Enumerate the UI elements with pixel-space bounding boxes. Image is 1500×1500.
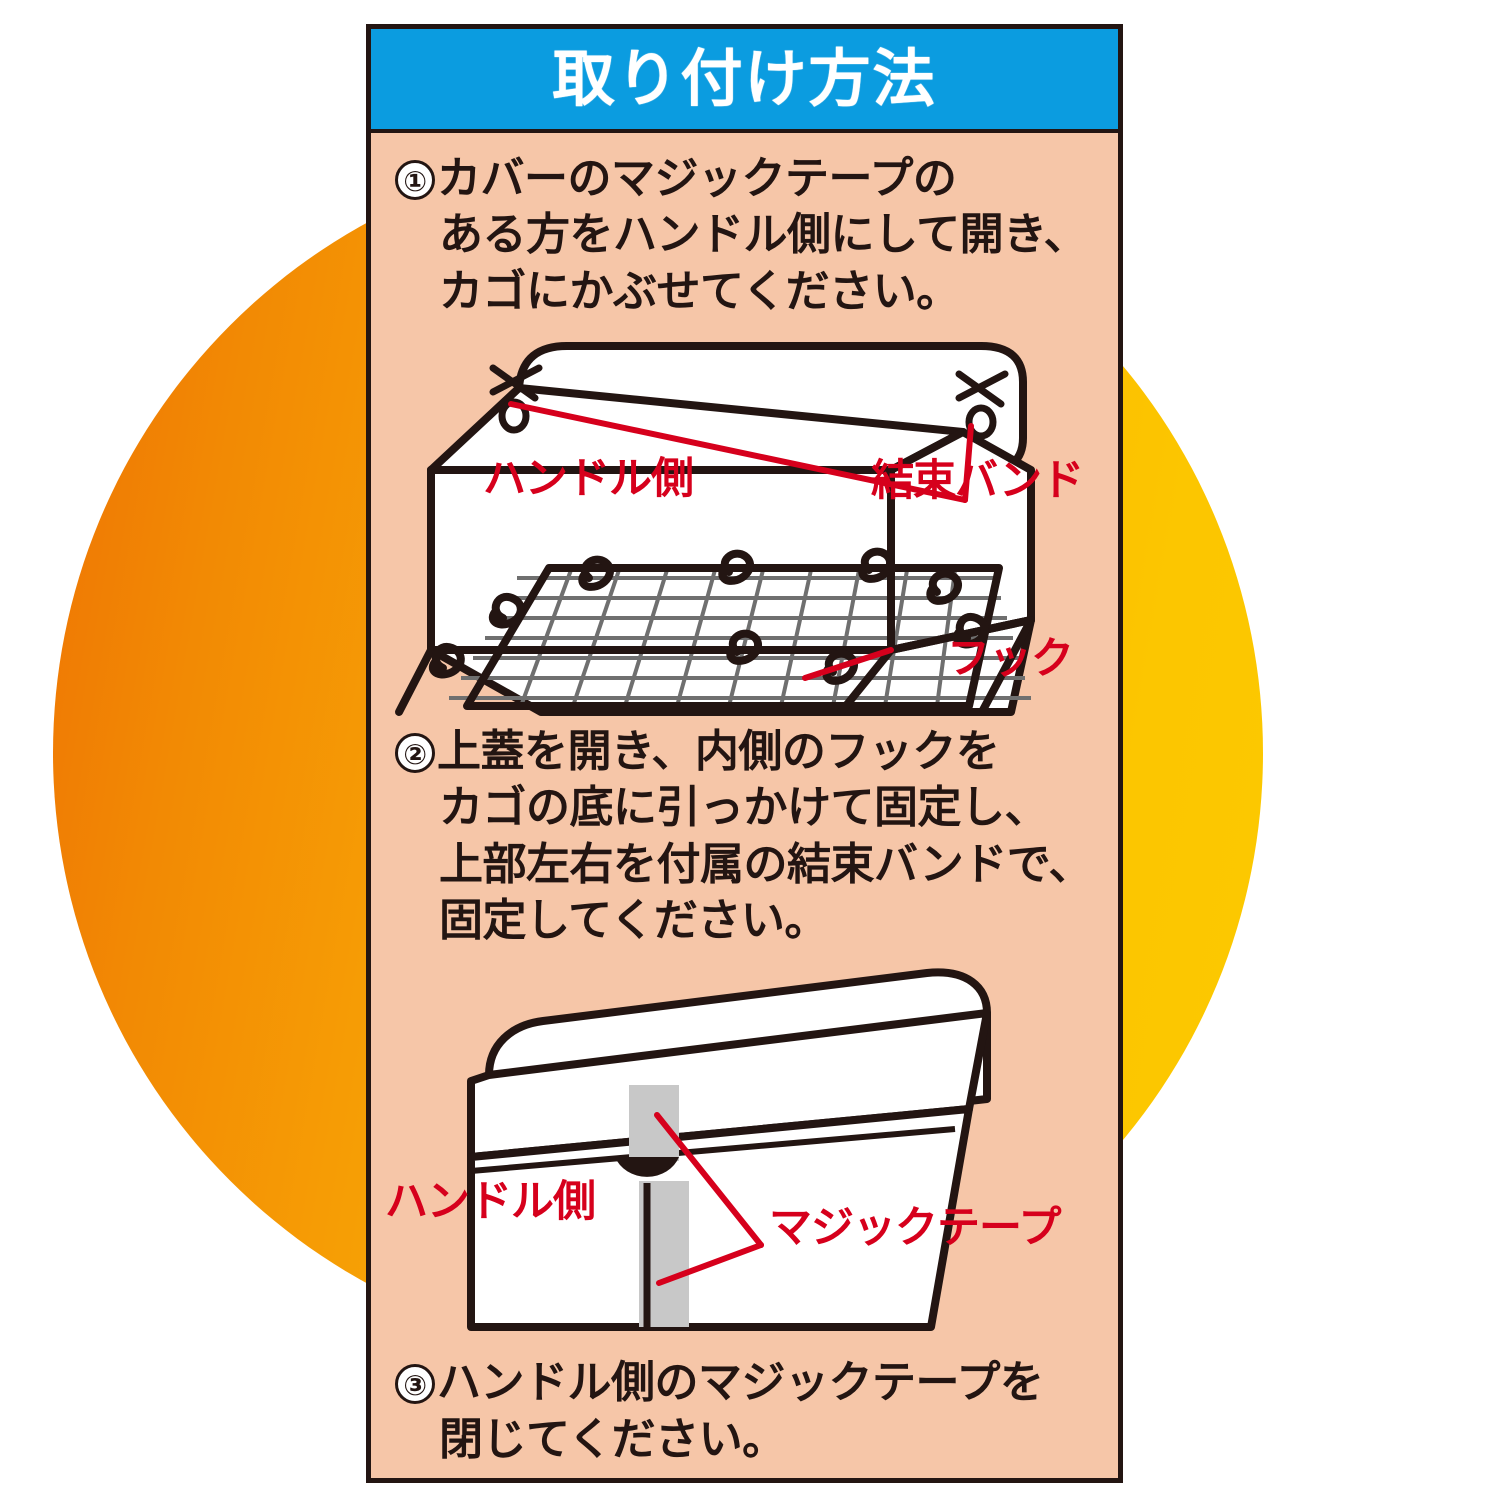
step-1-line-1-text: カバーのマジックテープの — [437, 153, 957, 204]
step-3-number: ③ — [395, 1364, 435, 1405]
basket-cover-closed-svg — [467, 968, 991, 1332]
step-2-line-4: 固定してください。 — [439, 894, 828, 946]
step-3-line-1-text: ハンドル側のマジックテープを — [437, 1357, 1044, 1409]
panel-header: 取り付け方法 — [371, 29, 1118, 133]
velcro-strip-upper — [629, 1085, 679, 1162]
label-cable-tie-fig1: 結束バンド — [871, 455, 1084, 506]
step-3-line-2: 閉じてください。 — [439, 1413, 786, 1465]
step-1-line-2: ある方をハンドル側にして開き、 — [439, 209, 1088, 261]
label-handle-side-fig1: ハンドル側 — [483, 453, 694, 504]
step-2-line-1-text: 上蓋を開き、内側のフックを — [437, 725, 1000, 777]
step-2-line-3: 上部左右を付属の結束バンドで、 — [439, 838, 1092, 890]
basket-cover-open-svg — [395, 341, 1035, 716]
label-handle-side-fig2: ハンドル側 — [385, 1177, 596, 1228]
figure-2: ハンドル側 マジックテープ — [371, 949, 1118, 1349]
step-2-line-2: カゴの底に引っかけて固定し、 — [439, 782, 1049, 834]
handle-notch — [615, 1157, 679, 1178]
label-hook-fig1: フック — [947, 633, 1074, 684]
step-2-number: ② — [395, 732, 435, 773]
label-velcro-fig2: マジックテープ — [769, 1203, 1061, 1254]
figure-1: ハンドル側 結束バンド フック — [371, 320, 1118, 720]
page-title: 取り付け方法 — [552, 42, 937, 115]
step-1-number: ① — [395, 160, 435, 200]
step-1-line-3: カゴにかぶせてください。 — [439, 265, 960, 317]
